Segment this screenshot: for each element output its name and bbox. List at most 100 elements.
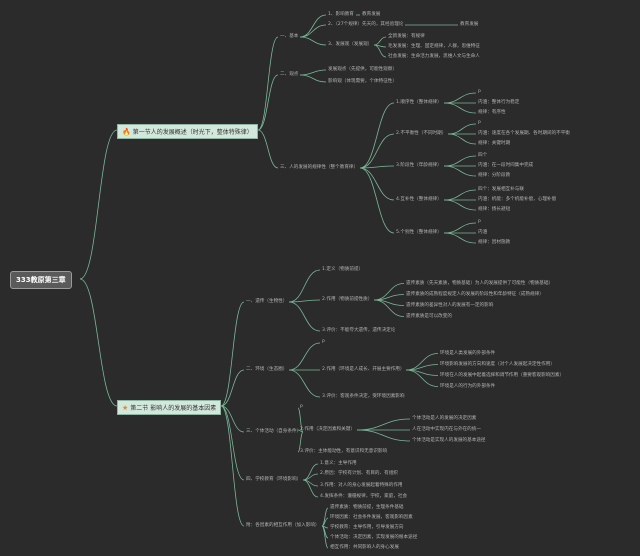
connector-line	[447, 133, 477, 145]
root-node[interactable]: 333教原第三章	[10, 271, 72, 289]
branch-label[interactable]: 四、学校教育（环境影响）	[246, 477, 302, 482]
section-2-node[interactable]: ★第二节 影响人的发展的基本因素	[117, 400, 222, 415]
branch-label[interactable]: 三、个体活动（自身条件）	[246, 429, 302, 434]
branch-label[interactable]: 附：各因素的相互作用（加入影响）	[246, 523, 320, 528]
branch-item[interactable]: 1.意义：主导作用	[320, 461, 357, 466]
connector-line	[443, 155, 477, 167]
connector-line	[299, 74, 327, 83]
leaf-item[interactable]: 环境在人的发展中起着选择和调节作用（重要客观影响因素）	[440, 372, 565, 378]
star-icon: ★	[122, 404, 129, 412]
branch-item[interactable]: 2.原因：学校有计划、有目的、有组织	[320, 471, 398, 476]
connector-line	[299, 69, 327, 76]
leaf-item[interactable]: 环境影响发展的方向和速度（对个人发展起决定性作用）	[440, 361, 555, 367]
branch-item[interactable]: 相互作用：共同影响人的身心发展	[330, 545, 399, 550]
connector-line	[220, 301, 245, 407]
branch-item[interactable]: 2.作用（环境是人成长、开展主要作用）	[322, 367, 405, 372]
branch-item[interactable]: P	[300, 405, 303, 410]
connector-line	[359, 102, 395, 169]
rule-sub[interactable]: P	[478, 121, 481, 126]
branch-item[interactable]: 3、发展观（发展观）	[328, 42, 373, 47]
rule-sub[interactable]: 内涵：在一段时间集中完成	[478, 163, 534, 168]
branch-item[interactable]: 2.作用（决定因素和关键）	[300, 427, 355, 432]
connector-line	[79, 129, 118, 280]
leaf-item[interactable]: 个体活动是人的发展的决定因素	[412, 416, 477, 421]
branch-label[interactable]: 三、人的发展的规律性（整个教育律）	[280, 165, 359, 170]
leaf-item[interactable]: 社会发展：生命活力发展，思维人文与生命人	[388, 54, 480, 59]
section-1-node[interactable]: 🔥第一节人的发展概述（时光下，整体特殊律）	[117, 124, 258, 139]
rule-sub[interactable]: P	[478, 220, 481, 225]
rule-item[interactable]: 5.个别性（整体规律）	[396, 230, 442, 235]
connector-line	[297, 431, 304, 453]
connector-line	[257, 74, 279, 131]
branch-label[interactable]: 二、环境（生态圈）	[246, 367, 288, 372]
rule-sub[interactable]: 内涵：速度在各个发展期、各时期间的不平衡	[478, 131, 570, 136]
branch-item[interactable]: 3.作用：对人的身心发展起着特殊的作用	[320, 483, 403, 488]
connector-line	[321, 525, 329, 549]
connector-line	[288, 269, 321, 303]
branch-label[interactable]: 二、观点	[280, 72, 299, 77]
connector-line	[257, 36, 279, 131]
leaf-item[interactable]: 教育发展	[460, 22, 479, 27]
connector-line	[405, 369, 439, 387]
branch-item[interactable]: 2、（27个规律）先天的，其经验理论	[328, 22, 404, 27]
leaf-item[interactable]: 全新发展：有规律	[388, 34, 425, 39]
branch-label[interactable]: 一、遗传（生物性）	[246, 299, 288, 304]
rule-item[interactable]: 2.不平衡性（不同时期）	[396, 131, 447, 136]
branch-item[interactable]: 2.作用（物质前提性质）	[322, 297, 373, 302]
connector-line	[288, 342, 321, 371]
connector-line	[302, 463, 319, 481]
branch-item[interactable]: 发展观点（先提供，可能性观察）	[328, 67, 397, 72]
section-label: 第二节 影响人的发展的基本因素	[130, 405, 217, 412]
connector-line	[447, 123, 477, 135]
branch-item[interactable]: 1.定义（物质前提）	[322, 267, 364, 272]
branch-item[interactable]: 影响观（体现需要，个体特征性）	[328, 79, 397, 84]
branch-item[interactable]: 3.评价：客观条件决定，受环境因素影响	[322, 394, 405, 399]
connector-line	[443, 102, 477, 114]
connector-line	[359, 167, 395, 201]
leaf-item[interactable]: 遗传素质是可以改变的	[406, 313, 452, 319]
branch-item[interactable]: 环境因素：社会条件发展，客观影响因素	[330, 515, 413, 520]
connector-line	[443, 199, 477, 211]
branch-item[interactable]: 遗传素质：物质前提，生理条件基础	[330, 505, 404, 510]
leaf-item[interactable]: 遗传素质的差异性对人的发展有一定的影响	[406, 302, 494, 308]
rule-sub[interactable]: 内涵：机能：多个机能补偿，心理补偿	[478, 197, 557, 202]
branch-label[interactable]: 一、基本	[280, 34, 299, 39]
rule-sub[interactable]: 规律：分阶段教	[478, 173, 511, 178]
rule-sub[interactable]: 规律：扬长避短	[478, 207, 511, 212]
leaf-item[interactable]: 个体活动是实现人的发展的基本途径	[412, 438, 486, 443]
connector-line	[359, 167, 395, 234]
connector-line	[443, 92, 477, 104]
leaf-item[interactable]: 毛发发展：生理、固定规律，人群，思维特征	[388, 44, 480, 49]
connector-line	[443, 165, 477, 177]
leaf-item[interactable]: 教育发展	[362, 12, 381, 17]
branch-item[interactable]: 个体活动：决定因素，实现发展的根本途径	[330, 535, 418, 540]
rule-sub[interactable]: 内涵	[478, 230, 488, 235]
branch-item[interactable]: 3.评价：不能夸大遗传，遗传决定论	[322, 328, 396, 333]
rule-sub[interactable]: 规律：有序性	[478, 110, 506, 115]
connector-line	[288, 299, 321, 303]
rule-item[interactable]: 3.阶段性（年龄规律）	[396, 163, 442, 168]
rule-sub[interactable]: 规律：因材施教	[478, 240, 511, 245]
branch-item[interactable]: 4.发挥条件：遵循规律，学校，家庭，社会	[320, 494, 408, 499]
rule-item[interactable]: 4.互补性（整体规律）	[396, 197, 442, 202]
leaf-item[interactable]: 环境是人的行为的外部条件	[440, 383, 496, 389]
connector-line	[359, 133, 395, 169]
leaf-item[interactable]: 环境是人类发展的外部条件	[440, 350, 496, 356]
leaf-item[interactable]: 遗传素质（先天素质，物质基础）为人的发展提供了可能性（物质基础）	[406, 280, 554, 286]
branch-item[interactable]: P	[322, 340, 325, 345]
rule-sub[interactable]: 四个：发展相互补与联	[478, 187, 524, 192]
leaf-item[interactable]: 遗传素质的成熟程度规定人的发展的阶段性和年龄特征（成熟规律）	[406, 291, 544, 297]
connector-line	[356, 429, 411, 442]
rule-sub[interactable]: 内涵：整体行为稳定	[478, 100, 520, 105]
leaf-item[interactable]: 人在活动中实现内在与外在的统一	[412, 427, 481, 432]
rule-sub[interactable]: P	[478, 90, 481, 95]
branch-item[interactable]: 3.评价：主体能动性，有意识和无意识影响	[300, 449, 388, 454]
rule-item[interactable]: 1.顺序性（整体规律）	[396, 100, 442, 105]
connector-line	[302, 479, 319, 498]
rule-sub[interactable]: 规律：关键时期	[478, 141, 511, 146]
branch-item[interactable]: 学校教育：主导作用，引导发展方向	[330, 525, 404, 530]
connector-line	[299, 14, 327, 38]
rule-sub[interactable]: 四个	[478, 153, 488, 158]
branch-item[interactable]: 1、影响教育	[328, 12, 354, 17]
